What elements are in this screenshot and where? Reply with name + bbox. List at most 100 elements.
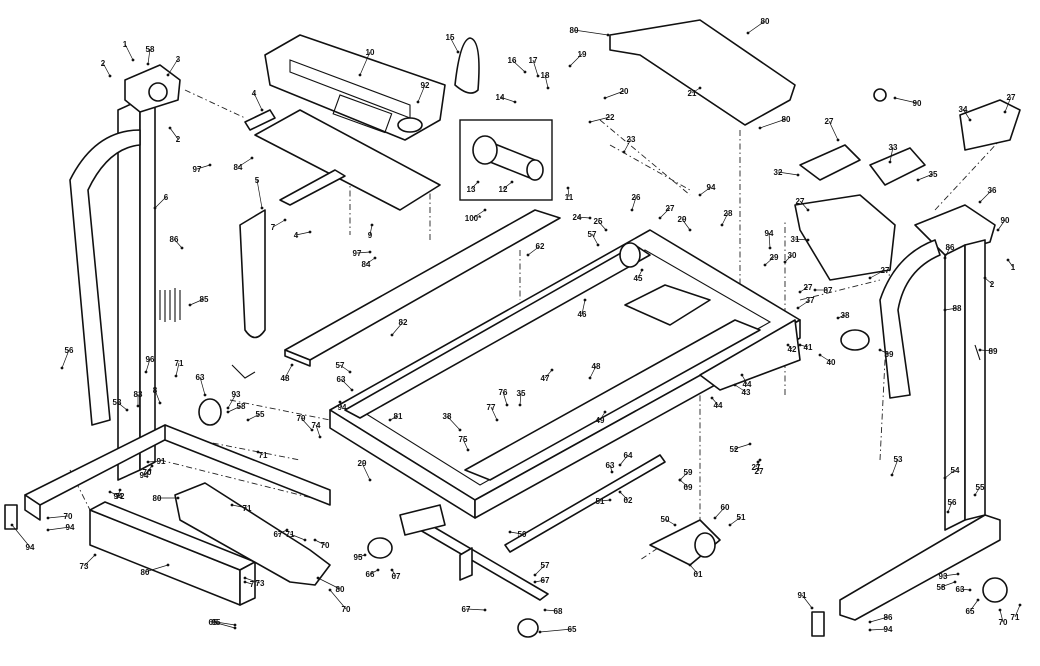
callout-leader-line <box>679 471 689 481</box>
callout-target-dot <box>350 388 354 392</box>
callout-target-dot <box>260 206 264 210</box>
part-number-callout: 8 <box>153 386 158 395</box>
callout-leader-line <box>462 438 469 451</box>
callout-leader-line <box>359 51 371 76</box>
callout-leader-line <box>247 413 261 421</box>
part-number-callout: 76 <box>499 388 508 397</box>
callout-target-dot <box>328 588 332 592</box>
left-base-frame <box>4 424 331 606</box>
part-number-callout: 55 <box>256 410 265 419</box>
callout-target-dot <box>46 516 50 520</box>
callout-target-dot <box>46 528 50 532</box>
callout-leader-line <box>979 349 994 352</box>
callout-target-dot <box>806 238 810 242</box>
part-number-callout: 34 <box>959 105 968 114</box>
callout-target-dot <box>290 363 294 367</box>
callout-leader-line <box>679 479 689 488</box>
part-number-callout: 94 <box>140 471 149 480</box>
callout-leader-line <box>147 48 151 65</box>
callout-target-dot <box>758 126 762 130</box>
callout-target-dot <box>283 218 287 222</box>
part-number-callout: 70 <box>342 605 351 614</box>
callout-leader-line <box>917 173 934 181</box>
part-number-callout: 42 <box>788 345 797 354</box>
part-number-callout: 94 <box>66 523 75 532</box>
part-number-callout: 38 <box>841 311 850 320</box>
callout-target-dot <box>998 608 1002 612</box>
incline-motor <box>649 519 721 566</box>
callout-target-dot <box>243 580 247 584</box>
part-number-callout: 86 <box>170 235 179 244</box>
part-number-callout: 25 <box>594 217 603 226</box>
callout-leader-line <box>272 219 286 228</box>
right-upright <box>879 204 996 531</box>
part-number-callout: 27 <box>796 197 805 206</box>
callout-leader-line <box>597 220 607 231</box>
hardware-bolts <box>159 88 981 379</box>
callout-leader-line <box>340 378 353 391</box>
part-number-callout: 67 <box>462 605 471 614</box>
callout-leader-line <box>819 354 832 363</box>
part-number-callout: 39 <box>885 350 894 359</box>
callout-target-dot <box>203 393 207 397</box>
callout-leader-line <box>144 564 169 573</box>
part-number-callout: 48 <box>281 374 290 383</box>
part-number-callout: 97 <box>353 249 362 258</box>
part-number-callout: 74 <box>312 421 321 430</box>
part-number-callout: 93 <box>939 572 948 581</box>
part-number-callout: 19 <box>578 50 587 59</box>
part-number-callout: 38 <box>443 412 452 421</box>
callout-target-dot <box>798 343 802 347</box>
callout-target-dot <box>603 96 607 100</box>
callout-leader-line <box>231 504 248 509</box>
callout-target-dot <box>533 580 537 584</box>
part-number-callout: 52 <box>730 445 739 454</box>
callout-target-dot <box>606 33 610 37</box>
callout-target-dot <box>748 442 752 446</box>
part-number-callout: 62 <box>536 242 545 251</box>
part-number-callout: 63 <box>956 585 965 594</box>
callout-leader-line <box>356 251 371 254</box>
part-number-callout: 21 <box>688 89 697 98</box>
part-number-callout: 69 <box>684 483 693 492</box>
callout-leader-line <box>747 20 766 34</box>
part-number-callout: 35 <box>517 389 526 398</box>
callout-target-dot <box>798 290 802 294</box>
callout-target-dot <box>125 408 129 412</box>
callout-target-dot <box>233 626 237 630</box>
front-roller-inset <box>459 119 553 201</box>
callout-leader-line <box>227 405 242 413</box>
callout-target-dot <box>728 523 732 527</box>
callout-target-dot <box>698 193 702 197</box>
part-number-callout: 64 <box>624 451 633 460</box>
callout-target-dot <box>308 230 312 234</box>
callout-target-dot <box>916 178 920 182</box>
part-number-callout: 80 <box>153 494 162 503</box>
part-number-callout: 2 <box>990 280 995 289</box>
callout-target-dot <box>946 510 950 514</box>
part-number-callout: 94 <box>884 625 893 634</box>
part-number-callout: 58 <box>937 583 946 592</box>
callout-leader-line <box>947 501 953 513</box>
callout-leader-line <box>417 84 426 103</box>
callout-target-dot <box>108 490 112 494</box>
part-number-callout: 91 <box>798 591 807 600</box>
callout-target-dot <box>943 256 947 260</box>
callout-leader-line <box>764 256 775 266</box>
callout-target-dot <box>246 418 250 422</box>
callout-target-dot <box>285 528 289 532</box>
callout-target-dot <box>93 553 97 557</box>
part-number-callout: 46 <box>578 310 587 319</box>
callout-target-dot <box>526 253 530 257</box>
part-number-callout: 86 <box>946 243 955 252</box>
callout-leader-line <box>741 374 748 385</box>
callout-target-dot <box>763 263 767 267</box>
callout-target-dot <box>158 401 162 405</box>
callout-target-dot <box>243 576 247 580</box>
callout-target-dot <box>678 478 682 482</box>
part-number-callout: 24 <box>573 213 582 222</box>
part-number-callout: 70 <box>143 468 152 477</box>
callout-target-dot <box>786 343 790 347</box>
callout-leader-line <box>944 246 951 259</box>
callout-target-dot <box>483 608 487 612</box>
